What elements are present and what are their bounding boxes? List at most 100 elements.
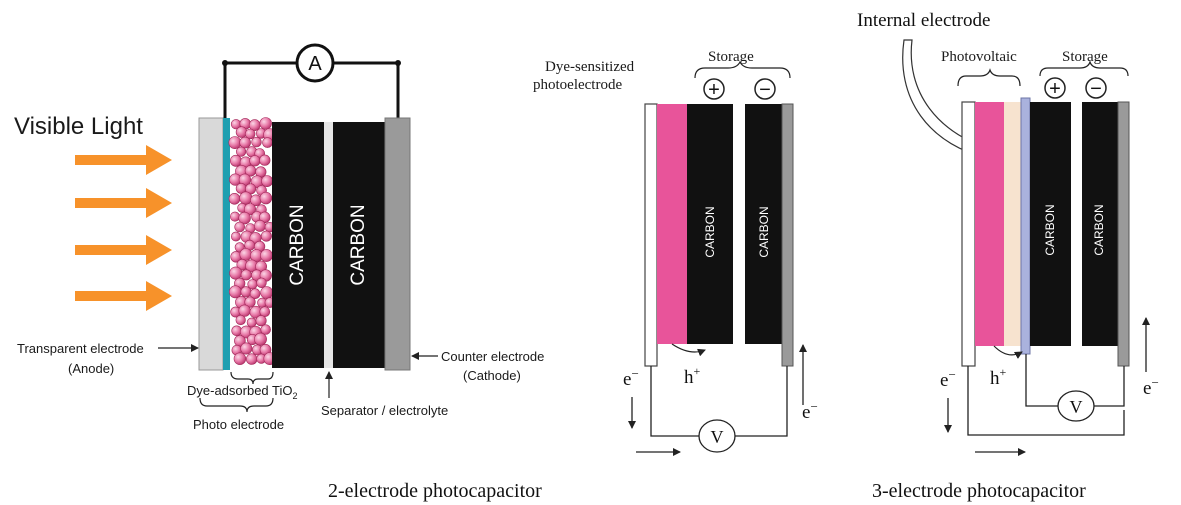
glass-electrode-2: [644, 103, 658, 367]
photoelectrode-label: photoelectrode: [533, 77, 622, 93]
tio2-particle: [260, 249, 273, 262]
tio2-particle: [228, 285, 242, 299]
internal-electrode-label: Internal electrode: [857, 10, 990, 31]
tio2-particle: [239, 136, 251, 149]
tio2-particle: [244, 296, 256, 308]
tio2-particle: [239, 191, 253, 205]
counter-electrode: [384, 117, 411, 371]
cathode-label: (Cathode): [463, 368, 521, 383]
tio2-particle: [238, 211, 251, 225]
circuit-wire-right: [333, 61, 400, 120]
voltmeter-2: [698, 419, 736, 453]
electron-label-left-3: e−: [940, 367, 956, 391]
caption-2-electrode: 2-electrode photocapacitor: [328, 480, 542, 502]
tio2-particle: [235, 314, 246, 326]
hole-label-2: h+: [684, 364, 701, 388]
plus-sign-3: +: [1049, 78, 1061, 100]
dye-layer-2: [657, 104, 687, 344]
tio2-particle: [236, 146, 247, 157]
tio2-particle: [234, 221, 245, 233]
electron-label-right-2: e−: [802, 399, 818, 423]
separator-label: Separator / electrolyte: [321, 403, 448, 418]
conductive-layer: [223, 118, 230, 370]
tio2-particle: [261, 175, 273, 187]
hole-label-3: h+: [990, 365, 1007, 389]
storage-bracket: [694, 60, 791, 79]
tio2-particle: [260, 324, 271, 335]
tio2-particle: [240, 269, 252, 281]
photo-electrode-bracket: [199, 397, 274, 413]
carbon-block-3a: [1030, 102, 1071, 346]
panel-3-three-electrode: Internal electrode Photovoltaic Storage …: [857, 10, 1159, 502]
tio2-particle: [260, 230, 272, 242]
carbon-block-3b: [1082, 102, 1118, 346]
storage-label: Storage: [708, 49, 754, 65]
photo-electrode-label: Photo electrode: [193, 417, 284, 432]
tio2-particle: [259, 154, 271, 166]
ammeter-label: A: [308, 53, 322, 75]
tio2-particle: [254, 219, 266, 232]
glass-electrode-3: [961, 101, 976, 367]
anode-label: (Anode): [68, 361, 114, 376]
counter-electrode-2: [781, 103, 794, 367]
tio2-particle: [249, 155, 261, 167]
tio2-particle: [249, 288, 261, 300]
plus-sign: +: [708, 79, 720, 101]
tio2-particle: [246, 353, 258, 365]
tio2-particle: [256, 277, 267, 288]
light-arrow-3: [75, 235, 172, 265]
minus-sign: −: [759, 79, 771, 101]
tio2-bracket: [230, 371, 274, 385]
tio2-particle: [260, 286, 274, 299]
plus-terminal: [703, 78, 725, 100]
counter-electrode-3: [1117, 101, 1130, 367]
carbon-block-2b: [745, 104, 782, 344]
tio2-particle: [246, 317, 257, 328]
ammeter-circle: [295, 43, 335, 83]
minus-sign-3: −: [1090, 78, 1102, 100]
storage-label-3: Storage: [1062, 49, 1108, 65]
tio2-particle: [251, 136, 262, 148]
panel-1-dssc-cell: Visible Light A CARBON CARB: [14, 43, 544, 432]
hole-arrow-2: [671, 343, 706, 357]
electron-label-right-3: e−: [1143, 375, 1159, 399]
dye-layer-3: [975, 102, 1004, 346]
tio2-particle: [230, 231, 241, 242]
voltmeter-label-3: V: [1070, 397, 1083, 417]
tio2-particle: [262, 137, 273, 148]
tio2-particle: [230, 211, 241, 222]
circuit-wire-3-outer: [967, 366, 1125, 436]
tio2-particle: [254, 332, 267, 346]
circuit-wire-3-inner-right: [1094, 366, 1125, 407]
carbon-label-3a: CARBON: [1043, 204, 1057, 255]
carbon-block-right: [333, 122, 385, 368]
separator-layer: [324, 122, 333, 368]
transparent-electrode: [198, 117, 224, 371]
tio2-particle: [259, 117, 272, 130]
caption-3-electrode: 3-electrode photocapacitor: [872, 480, 1086, 502]
tio2-particle: [239, 248, 253, 261]
dye-adsorbed-label: Dye-adsorbed TiO2: [187, 383, 298, 401]
tio2-particle: [240, 286, 252, 298]
tio2-particle: [229, 154, 242, 167]
storage-bracket-3: [1039, 60, 1129, 77]
tio2-particle: [259, 306, 271, 318]
carbon-label-2b: CARBON: [757, 206, 771, 257]
circuit-wire-3-inner: [1025, 354, 1058, 407]
carbon-label-2a: CARBON: [703, 206, 717, 257]
tio2-particle: [235, 126, 248, 138]
hole-arrow-3: [993, 345, 1023, 359]
panel-2-two-electrode: Dye-sensitized photoelectrode Storage + …: [328, 49, 818, 502]
tio2-particle: [245, 128, 256, 140]
separator-2: [733, 104, 745, 344]
minus-terminal-3: [1085, 77, 1107, 99]
tio2-particle: [244, 203, 257, 216]
electrolyte-layer-3: [1004, 102, 1021, 346]
light-arrow-2: [75, 188, 172, 218]
internal-electrode-3: [1020, 97, 1031, 355]
ammeter-circuit: A: [222, 43, 401, 120]
circuit-wire: [223, 61, 297, 120]
minus-terminal: [754, 78, 776, 100]
